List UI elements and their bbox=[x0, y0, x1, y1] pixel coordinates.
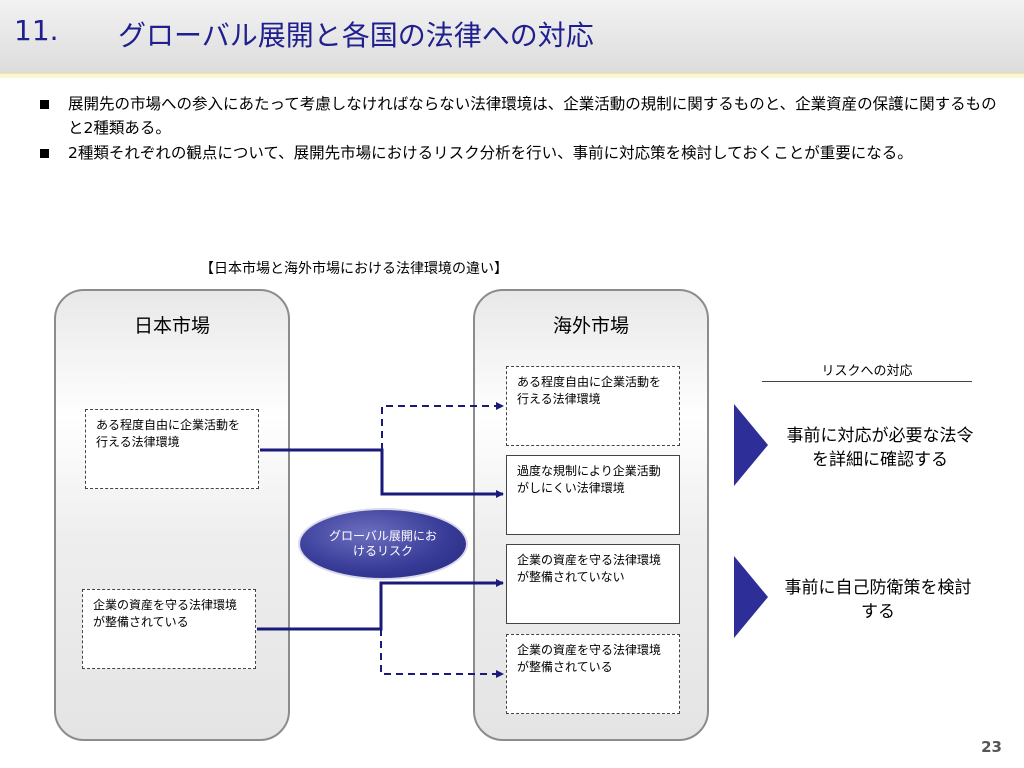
bullet-square-icon bbox=[40, 149, 49, 158]
overseas-market-title: 海外市場 bbox=[552, 315, 629, 337]
bullet-square-icon bbox=[40, 100, 49, 109]
action-check-regulations: 事前に対応が必要な法令を詳細に確認する bbox=[786, 426, 974, 470]
bullet-list: 展開先の市場への参入にあたって考慮しなければならない法律環境は、企業活動の規制に… bbox=[40, 92, 1010, 166]
overseas-box-assets-unprotected: 企業の資産を守る法律環境が整備されていない bbox=[506, 544, 680, 624]
page-number: 23 bbox=[981, 738, 1002, 756]
arrow-to-heavy-regulation bbox=[260, 448, 504, 498]
slide-header bbox=[0, 0, 1024, 74]
overseas-box-assets-protected: 企業の資産を守る法律環境が整備されている bbox=[506, 634, 680, 714]
japan-box-free-activity: ある程度自由に企業活動を行える法律環境 bbox=[85, 409, 259, 489]
overseas-box-free-activity: ある程度自由に企業活動を行える法律環境 bbox=[506, 366, 680, 446]
header-divider bbox=[0, 73, 1024, 78]
arrow-to-free-activity bbox=[381, 402, 504, 450]
triangle-arrow-icon bbox=[734, 404, 768, 486]
japan-box-asset-protection: 企業の資産を守る法律環境が整備されている bbox=[82, 589, 256, 669]
bullet-item: 展開先の市場への参入にあたって考慮しなければならない法律環境は、企業活動の規制に… bbox=[40, 92, 1010, 140]
bullet-item: 2種類それぞれの観点について、展開先市場におけるリスク分析を行い、事前に対応策を… bbox=[40, 141, 1010, 165]
overseas-box-heavy-regulation: 過度な規制により企業活動がしにくい法律環境 bbox=[506, 455, 680, 535]
risk-header-underline bbox=[762, 381, 972, 382]
bullet-text: 2種類それぞれの観点について、展開先市場におけるリスク分析を行い、事前に対応策を… bbox=[68, 144, 913, 162]
section-number: 11. bbox=[14, 14, 59, 47]
japan-market-title: 日本市場 bbox=[133, 315, 210, 337]
triangle-arrow-icon bbox=[734, 556, 768, 638]
arrow-to-assets-protected bbox=[380, 629, 504, 678]
slide-title: グローバル展開と各国の法律への対応 bbox=[118, 19, 594, 52]
action-self-defense: 事前に自己防衛策を検討する bbox=[784, 578, 972, 622]
bullet-text: 展開先の市場への参入にあたって考慮しなければならない法律環境は、企業活動の規制に… bbox=[68, 95, 997, 137]
global-risk-oval: グローバル展開におけるリスク bbox=[298, 508, 468, 580]
risk-response-header: リスクへの対応 bbox=[821, 364, 913, 379]
arrow-to-assets-unprotected bbox=[257, 579, 504, 631]
diagram-caption: 【日本市場と海外市場における法律環境の違い】 bbox=[200, 261, 508, 277]
